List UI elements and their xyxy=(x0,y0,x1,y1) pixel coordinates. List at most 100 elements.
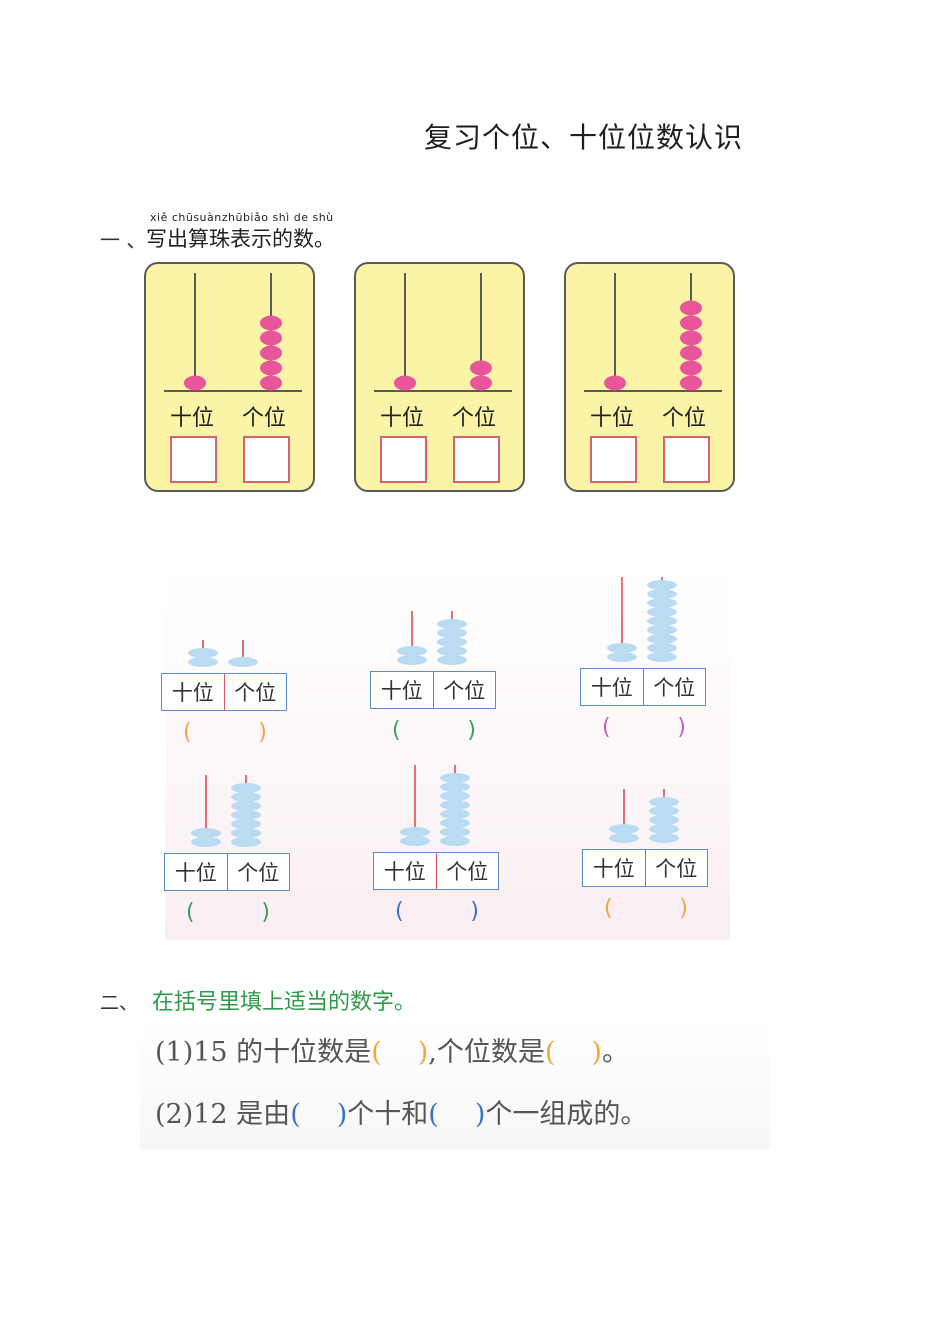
close-paren: ) xyxy=(679,896,688,921)
tens-bead xyxy=(609,833,639,843)
place-value-table: 十位 个位 xyxy=(164,853,290,891)
bead-drawing xyxy=(609,789,679,843)
ones-bead xyxy=(437,628,467,638)
place-value-table: 十位 个位 xyxy=(580,668,706,706)
tens-bead xyxy=(397,655,427,665)
tens-answer-box[interactable] xyxy=(380,436,427,483)
ones-bead xyxy=(649,833,679,843)
ones-bead xyxy=(649,797,679,807)
ones-bead xyxy=(437,619,467,629)
ones-bead xyxy=(231,783,261,793)
ones-answer-box[interactable] xyxy=(663,436,710,483)
ones-bead xyxy=(647,607,677,617)
section-1-pinyin: xiě chūsuànzhūbiǎo shì de shù xyxy=(150,211,334,224)
ones-bead xyxy=(231,801,261,811)
bead-exercise-group: 十位 个位 ( ) 十位 个位 ( ) 十位 个位 ( ) 十位 xyxy=(161,570,730,940)
ones-bead xyxy=(440,800,470,810)
answer-blank[interactable]: ( ) xyxy=(395,899,479,924)
ones-bead xyxy=(680,375,702,391)
ones-bead xyxy=(470,360,492,376)
ones-bead xyxy=(649,806,679,816)
ones-bead xyxy=(647,616,677,626)
tens-label: 十位 xyxy=(165,854,228,890)
tens-label: 十位 xyxy=(583,850,646,886)
answer-blank[interactable]: ( ) xyxy=(602,715,686,740)
tens-bead xyxy=(394,375,416,391)
ones-bead xyxy=(680,345,702,361)
tens-bead xyxy=(609,824,639,834)
close-paren: ) xyxy=(467,718,476,743)
tens-label: 十位 xyxy=(590,406,635,431)
ones-bead xyxy=(440,782,470,792)
ones-bead xyxy=(680,300,702,316)
bead-abacus: 十位 个位 ( ) xyxy=(373,757,503,932)
question-1: (1)15 的十位数是(),个位数是()。 xyxy=(155,1030,629,1069)
question-text: 个一组成的。 xyxy=(485,1099,648,1130)
tens-answer-box[interactable] xyxy=(590,436,637,483)
ones-bead xyxy=(231,828,261,838)
abacus-card: 十位 个位 xyxy=(564,262,735,492)
open-paren: ( xyxy=(604,896,613,921)
ones-bead xyxy=(440,827,470,837)
ones-answer-box[interactable] xyxy=(453,436,500,483)
ones-bead xyxy=(260,345,282,361)
ones-label: 个位 xyxy=(234,681,277,705)
ones-label: 个位 xyxy=(242,406,287,431)
bead-abacus: 十位 个位 ( ) xyxy=(370,576,500,751)
tens-label: 十位 xyxy=(170,406,215,431)
question-text: ,个位数是 xyxy=(428,1037,545,1068)
open-paren: ( xyxy=(392,718,401,743)
ones-label: 个位 xyxy=(653,676,696,700)
answer-blank[interactable]: ( ) xyxy=(183,720,267,745)
answer-blank[interactable]: ( ) xyxy=(186,900,270,925)
bead-drawing xyxy=(188,640,258,667)
ones-bead xyxy=(647,643,677,653)
ones-label: 个位 xyxy=(452,406,497,431)
bead-drawing xyxy=(607,577,677,662)
ones-answer-box[interactable] xyxy=(243,436,290,483)
question-text: (2)12 是由 xyxy=(155,1099,291,1130)
page-title: 复习个位、十位位数认识 xyxy=(424,121,744,154)
tens-label: 十位 xyxy=(371,672,434,708)
ones-bead xyxy=(649,824,679,834)
ones-bead xyxy=(680,330,702,346)
open-paren: ( xyxy=(371,1037,382,1068)
abacus-drawing xyxy=(164,273,302,392)
tens-label: 十位 xyxy=(162,674,225,710)
close-paren: ) xyxy=(261,900,270,925)
ones-bead xyxy=(647,580,677,590)
ones-bead xyxy=(647,652,677,662)
tens-label: 十位 xyxy=(581,669,644,705)
tens-bead xyxy=(400,827,430,837)
ones-bead xyxy=(649,815,679,825)
bead-drawing xyxy=(397,611,467,665)
tens-bead xyxy=(191,828,221,838)
ones-label: 个位 xyxy=(662,406,707,431)
section-1-number: 一 、 xyxy=(100,228,147,252)
ones-bead xyxy=(437,646,467,656)
tens-answer-box[interactable] xyxy=(170,436,217,483)
ones-bead xyxy=(470,375,492,391)
answer-blank[interactable]: ( ) xyxy=(392,718,476,743)
open-paren: ( xyxy=(290,1099,301,1130)
place-value-table: 十位 个位 xyxy=(582,849,708,887)
tens-bead xyxy=(397,646,427,656)
ones-bead xyxy=(647,625,677,635)
close-paren: ) xyxy=(677,715,686,740)
ones-bead xyxy=(437,637,467,647)
ones-bead xyxy=(231,837,261,847)
answer-blank[interactable]: ( ) xyxy=(604,896,688,921)
open-paren: ( xyxy=(602,715,611,740)
tens-bead xyxy=(184,375,206,391)
close-paren: ) xyxy=(591,1037,602,1068)
ones-bead xyxy=(228,657,258,667)
abacus-card: 十位 个位 xyxy=(144,262,315,492)
close-paren: ) xyxy=(474,1099,486,1130)
ones-bead xyxy=(680,360,702,376)
section-2-number: 二、 xyxy=(100,992,139,1014)
tens-bead xyxy=(188,657,218,667)
ones-bead xyxy=(440,809,470,819)
tens-bead xyxy=(607,643,637,653)
ones-bead xyxy=(440,773,470,783)
abacus-drawing xyxy=(584,273,722,392)
